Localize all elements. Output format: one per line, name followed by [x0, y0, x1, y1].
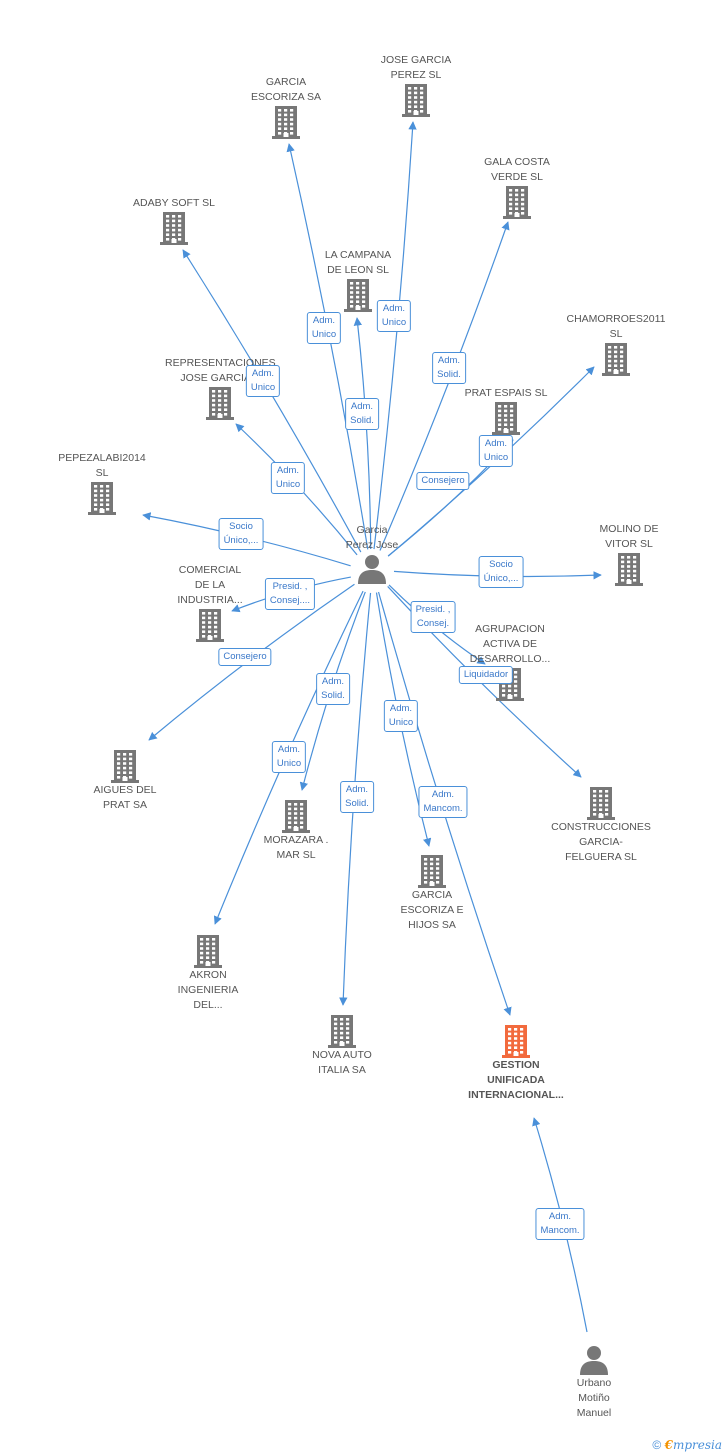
edge-center_person-to-garcia_escoriza_sa [286, 143, 369, 550]
node-label: LA CAMPANA DE LEON SL [324, 249, 392, 276]
building-icon [111, 750, 139, 783]
node-label: AKRON INGENIERIA DEL... [177, 969, 239, 1011]
copyright-symbol: © [652, 1438, 662, 1452]
building-icon [272, 106, 300, 139]
node-label: AGRUPACION ACTIVA DE DESARROLLO... [469, 623, 551, 665]
edge-label-comercial[interactable]: Presid. , Consej.... [264, 578, 316, 610]
edge-center_person-to-jose_garcia_perez [373, 121, 417, 550]
edge-label-gestion[interactable]: Adm. Mancom. [535, 1208, 585, 1240]
building-icon [502, 1025, 530, 1058]
person-icon [358, 555, 386, 584]
building-icon [282, 800, 310, 833]
company-node-garcia-escoriza-sa[interactable]: GARCIA ESCORIZA SA [231, 75, 341, 139]
person-icon [580, 1346, 608, 1375]
building-icon [418, 855, 446, 888]
edge-label-prat_espais[interactable]: Adm. Unico [478, 435, 514, 467]
edge-label-molino[interactable]: Socio Único,... [478, 556, 524, 588]
edge-center_person-to-adaby [182, 249, 362, 553]
company-node-akron[interactable]: AKRON INGENIERIA DEL... [153, 934, 263, 1013]
edge-label-morazara[interactable]: Adm. Solid. [316, 673, 350, 705]
building-icon [196, 609, 224, 642]
node-label: MOLINO DE VITOR SL [599, 523, 659, 550]
node-label: PRAT ESPAIS SL [464, 387, 548, 399]
node-label: GALA COSTA VERDE SL [484, 156, 550, 183]
node-label: GESTION UNIFICADA INTERNACIONAL... [468, 1059, 564, 1101]
edge-label-construcciones[interactable]: Presid. , Consej. [410, 601, 456, 633]
node-label: Garcia Perez Jose [345, 524, 399, 551]
node-label: MORAZARA . MAR SL [263, 834, 329, 861]
person-node-urbano[interactable]: Urbano Motiño Manuel [539, 1344, 649, 1421]
node-label: AIGUES DEL PRAT SA [93, 784, 157, 811]
edge-label-garcia_escoriza_hijos[interactable]: Adm. Unico [383, 700, 419, 732]
node-label: COMERCIAL DE LA INDUSTRIA... [177, 564, 243, 606]
edge-label-adaby[interactable]: Adm. Unico [245, 365, 281, 397]
building-icon [503, 186, 531, 219]
company-node-comercial[interactable]: COMERCIAL DE LA INDUSTRIA... [155, 563, 265, 642]
node-label: CHAMORROES2011 SL [566, 313, 666, 340]
edge-label-agrupacion[interactable]: Liquidador [458, 666, 514, 684]
edge-label-akron[interactable]: Adm. Unico [271, 741, 307, 773]
building-icon [206, 387, 234, 420]
building-icon [492, 402, 520, 435]
node-label: GARCIA ESCORIZA SA [250, 76, 322, 103]
company-node-chamorroes[interactable]: CHAMORROES2011 SL [561, 312, 671, 376]
company-node-gestion[interactable]: GESTION UNIFICADA INTERNACIONAL... [461, 1024, 571, 1103]
edge-label-jose_garcia_perez[interactable]: Adm. Unico [376, 300, 412, 332]
building-icon [328, 1015, 356, 1048]
edge-center_person-to-gala_costa [379, 221, 510, 551]
building-icon [602, 343, 630, 376]
building-icon [402, 84, 430, 117]
edge-label-representaciones[interactable]: Adm. Unico [270, 462, 306, 494]
company-node-aigues[interactable]: AIGUES DEL PRAT SA [70, 749, 180, 813]
node-label: Urbano Motiño Manuel [576, 1377, 612, 1419]
edge-label-chamorroes[interactable]: Consejero [416, 472, 470, 490]
company-node-agrupacion[interactable]: AGRUPACION ACTIVA DE DESARROLLO... [455, 622, 565, 701]
company-node-pepezalabi[interactable]: PEPEZALABI2014 SL [47, 451, 157, 515]
node-label: ADABY SOFT SL [133, 197, 215, 209]
edge-label-gala_costa[interactable]: Adm. Solid. [432, 352, 466, 384]
footer-brand[interactable]: © €mpresia [652, 1438, 722, 1452]
company-node-adaby[interactable]: ADABY SOFT SL [119, 196, 229, 245]
edge-label-nova_auto[interactable]: Adm. Solid. [340, 781, 374, 813]
node-label: NOVA AUTO ITALIA SA [312, 1049, 372, 1076]
company-node-garcia-escoriza-hijos[interactable]: GARCIA ESCORIZA E HIJOS SA [377, 854, 487, 933]
building-icon [194, 935, 222, 968]
building-icon [344, 279, 372, 312]
company-node-morazara[interactable]: MORAZARA . MAR SL [241, 799, 351, 863]
company-node-construcciones[interactable]: CONSTRUCCIONES GARCIA- FELGUERA SL [546, 786, 656, 865]
company-node-molino[interactable]: MOLINO DE VITOR SL [574, 522, 684, 586]
building-icon [88, 482, 116, 515]
brand-e-logo: € [664, 1438, 673, 1452]
edge-center_person-to-la_campana [353, 317, 372, 550]
edge-label-garcia_escoriza_sa[interactable]: Adm. Unico [306, 312, 342, 344]
node-label: PEPEZALABI2014 SL [58, 452, 146, 479]
edge-label-aigues[interactable]: Consejero [218, 648, 272, 666]
building-icon [160, 212, 188, 245]
company-node-prat-espais[interactable]: PRAT ESPAIS SL [451, 386, 561, 435]
building-icon [587, 787, 615, 820]
person-node-center-person[interactable]: Garcia Perez Jose [317, 523, 427, 585]
company-node-nova-auto[interactable]: NOVA AUTO ITALIA SA [287, 1014, 397, 1078]
brand-name: mpresia [672, 1438, 722, 1452]
company-node-gala-costa[interactable]: GALA COSTA VERDE SL [462, 155, 572, 219]
company-node-jose-garcia-perez[interactable]: JOSE GARCIA PEREZ SL [361, 53, 471, 117]
building-icon [615, 553, 643, 586]
node-label: CONSTRUCCIONES GARCIA- FELGUERA SL [551, 821, 651, 863]
edge-label-la_campana[interactable]: Adm. Solid. [345, 398, 379, 430]
company-node-la-campana[interactable]: LA CAMPANA DE LEON SL [303, 248, 413, 312]
edge-label-pepezalabi[interactable]: Socio Único,... [218, 518, 264, 550]
node-label: GARCIA ESCORIZA E HIJOS SA [400, 889, 464, 931]
node-label: JOSE GARCIA PEREZ SL [380, 54, 452, 81]
edge-label-gestion[interactable]: Adm. Mancom. [418, 786, 468, 818]
